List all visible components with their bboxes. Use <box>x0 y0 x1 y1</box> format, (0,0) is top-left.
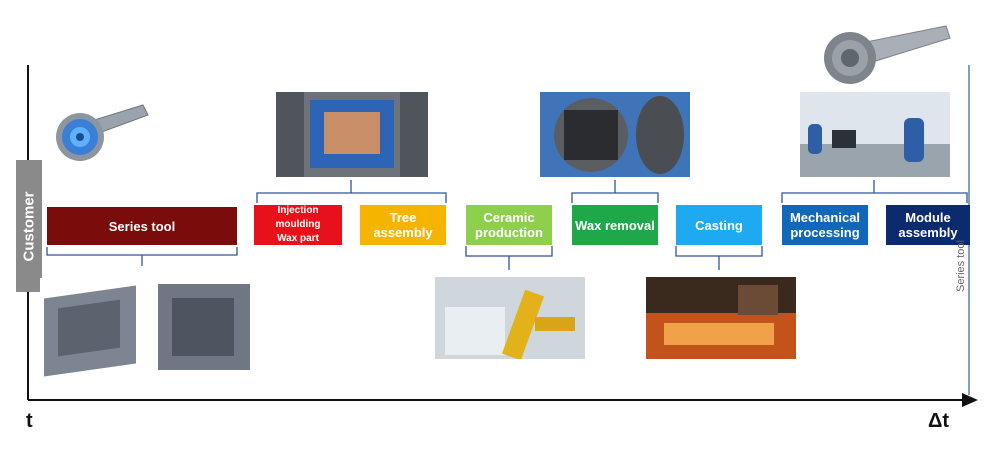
series-tool-vertical-label: Series tool <box>955 240 967 292</box>
step-ceramic-production: Ceramic production <box>466 205 552 245</box>
step-casting: Casting <box>676 205 762 245</box>
bracket-machining-assembly <box>781 180 968 203</box>
time-start-label: t <box>26 410 33 432</box>
step-module-assembly: Module assembly <box>886 205 970 245</box>
step-mechanical-processing: Mechanical processing <box>782 205 868 245</box>
turbo-housing-large-icon <box>824 25 951 84</box>
casting-foundry-photo <box>646 277 796 359</box>
mould-tools-photo <box>40 278 255 378</box>
bracket-series-tool <box>46 247 238 266</box>
step-series-tool: Series tool <box>47 207 237 245</box>
bracket-injection-tree <box>256 180 447 203</box>
autoclave-photo <box>540 92 690 177</box>
turbo-housing-icon <box>56 104 149 161</box>
assembly-workstation-photo <box>800 92 950 177</box>
injection-mould-photo <box>276 92 428 177</box>
bracket-ceramic <box>465 246 553 270</box>
bracket-wax-removal <box>571 180 659 203</box>
step-tree-assembly: Tree assembly <box>360 205 446 245</box>
bracket-casting <box>675 246 763 270</box>
time-delta-label: Δt <box>928 410 950 432</box>
step-wax-removal: Wax removal <box>572 205 658 245</box>
ceramic-robot-photo <box>435 277 585 359</box>
step-injection-moulding: Injection moulding Wax part <box>254 205 342 245</box>
customer-label: Customer <box>20 190 38 262</box>
customer-label-box: Customer <box>16 160 42 292</box>
time-axis-arrowhead <box>962 393 978 407</box>
